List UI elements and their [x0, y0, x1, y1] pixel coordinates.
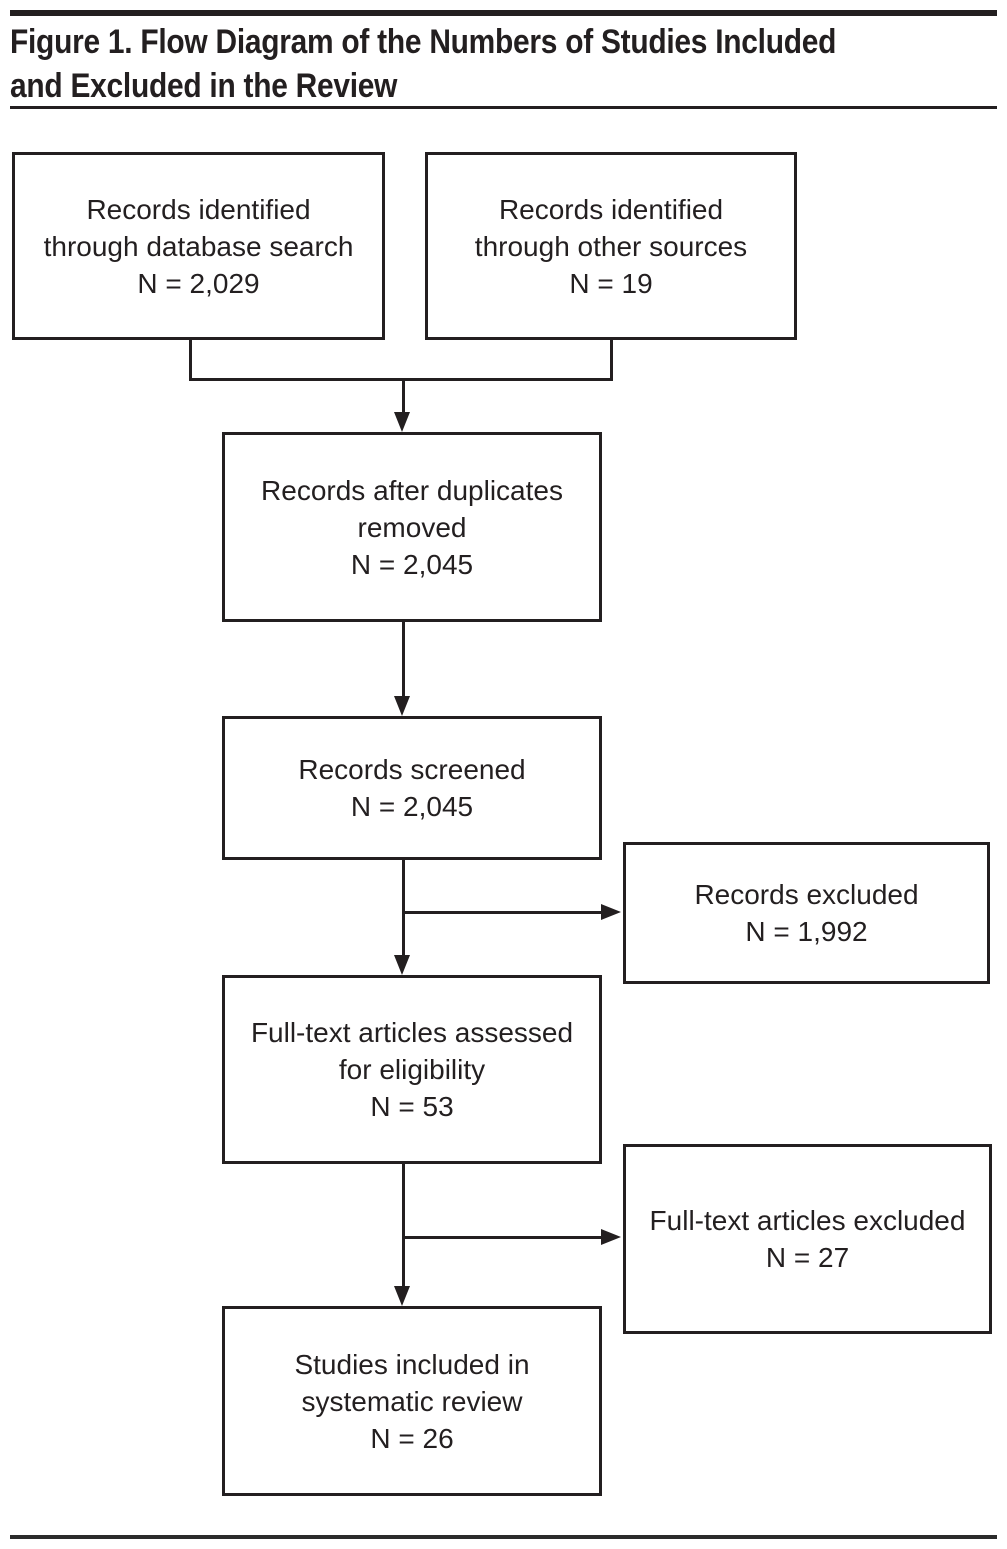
box-records-identified-other: Records identified through other sources…	[425, 152, 797, 340]
arrowhead-to-fulltext-excluded	[601, 1229, 621, 1245]
figure-title-line-1: Figure 1. Flow Diagram of the Numbers of…	[10, 23, 837, 61]
box-line: Records identified	[86, 193, 311, 225]
box-records-screened: Records screened N = 2,045	[222, 716, 602, 860]
box-line: Records after duplicates	[261, 474, 563, 506]
box-line: for eligibility	[338, 1054, 486, 1085]
connector-stub-right	[610, 340, 613, 381]
box-line: systematic review	[301, 1385, 523, 1417]
box-count: N = 2,029	[137, 267, 260, 299]
box-count: N = 1,992	[745, 916, 868, 947]
connector-branch-fulltext-excluded	[402, 1236, 603, 1239]
connector-fulltext-to-included	[402, 1163, 405, 1288]
box-count: N = 27	[765, 1242, 850, 1273]
box-studies-included: Studies included in systematic review N …	[222, 1306, 602, 1496]
box-line: Full-text articles assessed	[250, 1017, 574, 1048]
connector-screened-to-fulltext	[402, 860, 405, 957]
connector-branch-records-excluded	[402, 911, 603, 914]
box-count: N = 2,045	[350, 791, 474, 822]
connector-duplicates-to-screened	[402, 622, 405, 698]
box-line: Studies included in	[294, 1348, 530, 1380]
connector-stub-left	[189, 340, 192, 381]
figure-title: Figure 1. Flow Diagram of the Numbers of…	[10, 20, 997, 108]
box-line: through database search	[43, 230, 354, 262]
box-count: N = 26	[370, 1422, 454, 1454]
box-line: Full-text articles excluded	[649, 1205, 966, 1236]
bottom-rule	[10, 1535, 997, 1539]
header-divider-rule	[10, 106, 997, 109]
arrowhead-to-records-excluded	[601, 904, 621, 920]
arrowhead-to-records-screened	[394, 696, 410, 716]
box-count: N = 2,045	[350, 548, 474, 580]
box-count: N = 53	[370, 1091, 454, 1122]
box-records-after-duplicates-removed: Records after duplicates removed N = 2,0…	[222, 432, 602, 622]
box-line: removed	[357, 511, 467, 543]
box-count: N = 19	[569, 267, 653, 299]
connector-merge-horizontal	[189, 378, 613, 381]
box-fulltext-assessed: Full-text articles assessed for eligibil…	[222, 975, 602, 1164]
box-records-identified-database: Records identified through database sear…	[12, 152, 385, 340]
arrowhead-to-duplicates-removed	[394, 412, 410, 432]
box-line: Records excluded	[694, 879, 919, 910]
box-line: Records screened	[298, 754, 526, 785]
box-line: Records identified	[498, 193, 724, 225]
arrowhead-to-studies-included	[394, 1286, 410, 1306]
connector-merge-vertical	[402, 381, 405, 414]
top-rule	[10, 10, 997, 16]
box-fulltext-excluded: Full-text articles excluded N = 27	[623, 1144, 992, 1334]
box-line: through other sources	[474, 230, 748, 262]
arrowhead-to-fulltext-assessed	[394, 955, 410, 975]
figure-title-line-2: and Excluded in the Review	[10, 67, 398, 105]
box-records-excluded: Records excluded N = 1,992	[623, 842, 990, 984]
